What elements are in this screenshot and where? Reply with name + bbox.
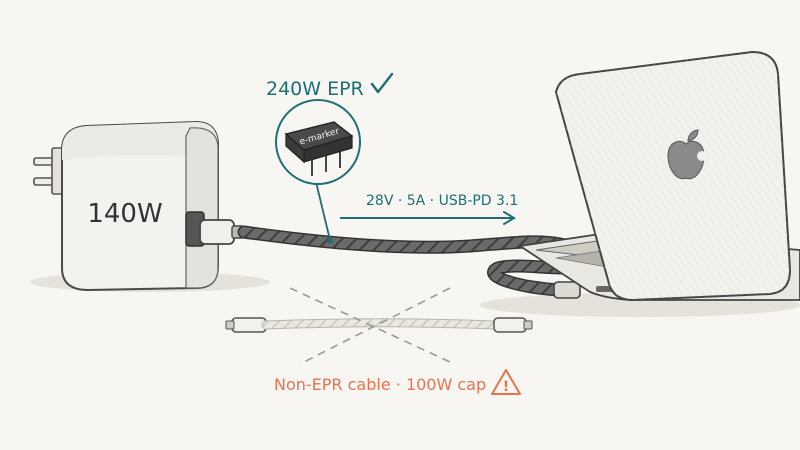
warning-icon-glyph: ! [503, 379, 509, 395]
power-spec-label: 28V · 5A · USB-PD 3.1 [366, 193, 518, 209]
power-spec: 28V · 5A · USB-PD 3.1 [340, 193, 518, 224]
plug-prongs-icon [34, 148, 64, 194]
arrow-right-icon [340, 212, 514, 224]
charger-wattage-label: 140W [87, 199, 162, 229]
warning-triangle-icon: ! [492, 370, 520, 395]
check-icon [372, 74, 392, 92]
charger-brick: 140W [34, 122, 218, 290]
laptop [520, 52, 800, 300]
non-epr-cable [226, 288, 532, 364]
warning-text: Non-EPR cable · 100W cap [274, 375, 486, 394]
warning: Non-EPR cable · 100W cap ! [274, 370, 520, 395]
emarker-headline: 240W EPR [266, 78, 364, 100]
